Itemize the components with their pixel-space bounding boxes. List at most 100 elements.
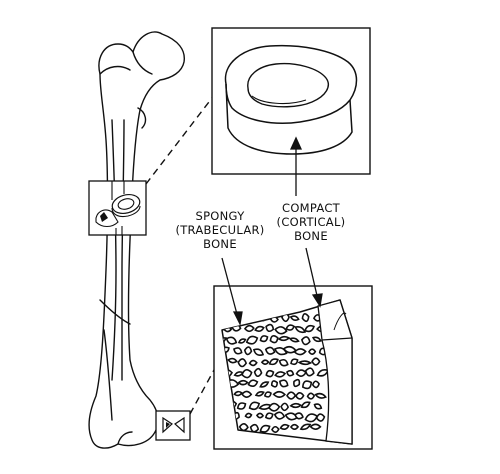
trabecular-cavity (236, 402, 247, 410)
trabecular-cavity (267, 402, 281, 412)
spongy-label-line-1: SPONGY (195, 209, 245, 223)
trabecular-cavity (225, 336, 238, 345)
ring-wall (225, 83, 353, 155)
trabecular-cavity (248, 359, 258, 367)
ring-hole (247, 62, 330, 108)
compact-bone-label: COMPACT (CORTICAL) BONE (266, 201, 356, 243)
trabecular-cavity (270, 380, 279, 388)
trabecular-cavity (237, 358, 248, 368)
trabecular-cavity (268, 358, 279, 366)
trabecular-cavity (241, 390, 253, 398)
trabecular-cavity (263, 391, 272, 398)
trabecular-cavity (294, 326, 307, 334)
arrow-compact-to-wedge-line (305, 247, 319, 301)
compact-label-line-2: (CORTICAL) (276, 215, 346, 229)
trabecular-cavity (314, 392, 327, 399)
trabecular-cavity (301, 380, 313, 390)
femur (88, 31, 185, 449)
trabecular-cavity (315, 413, 326, 422)
shaft-line (99, 299, 131, 325)
trabecular-cavity (279, 379, 289, 388)
trabecular-cavity (289, 402, 303, 409)
arrow-spongy-head (232, 311, 243, 327)
shaft-line-lower (103, 329, 113, 421)
trabecular-cavity (238, 423, 249, 432)
lower-inset-box (155, 410, 191, 441)
trabecular-cavity (300, 401, 311, 409)
trabecular-cavity (304, 324, 315, 333)
trabecular-cavity (289, 423, 300, 430)
trabecular-cavity (293, 378, 301, 388)
trabecular-cavity (243, 324, 255, 333)
trabecular-cavity (288, 337, 300, 343)
trabecular-cavity (297, 360, 313, 366)
compact-bone-inset (211, 27, 371, 175)
trabecular-cavity (264, 412, 274, 420)
trabecular-cavity (280, 402, 290, 412)
spongy-bone-label: SPONGY (TRABECULAR) BONE (172, 209, 268, 251)
arrow-spongy-line (221, 257, 239, 319)
trabecular-cavity (308, 348, 317, 355)
trabecular-cavity (309, 423, 322, 430)
trabecular-cavity (301, 313, 310, 323)
trabecular-cavity (264, 346, 276, 355)
condyle-notch (117, 431, 133, 445)
trabecular-cavity (277, 335, 291, 342)
trabecular-cavity (295, 391, 305, 400)
trabecular-cavity (306, 392, 316, 400)
arrow-compact-to-ring-head (289, 136, 303, 150)
trabecular-cavity (274, 371, 287, 378)
arrow-compact-to-wedge-head (311, 293, 323, 308)
trabecular-cavity (241, 369, 253, 379)
trabecular-cavity (290, 358, 299, 366)
trabecular-cavity (244, 412, 253, 419)
spongy-label-line-2: (TRABECULAR) (175, 223, 265, 237)
lesser-trochanter (137, 107, 147, 129)
trabecular-cavity (286, 391, 297, 400)
trabecular-cavity (255, 412, 265, 419)
trabecular-cavity (293, 348, 307, 356)
trabecular-cavity (271, 425, 280, 433)
neck-line (132, 51, 153, 75)
trabecular-cavity (265, 323, 275, 333)
connector-lower (189, 369, 215, 415)
trabecular-cavity (260, 359, 270, 365)
trabecular-cavity (259, 335, 269, 343)
trabecular-cavity (254, 390, 265, 397)
trabecular-cavity (254, 325, 265, 332)
trabecular-cavity (237, 338, 247, 344)
trabecular-cavity (259, 381, 270, 388)
compact-label-line-1: COMPACT (281, 201, 341, 215)
trabecular-cavity (245, 335, 259, 345)
trabecular-cavity (259, 424, 271, 433)
trochanter-line (99, 65, 131, 75)
spongy-label-line-3: BONE (203, 237, 237, 251)
trabecular-cavity (237, 379, 249, 386)
trabecular-cavity (252, 348, 265, 357)
trabecular-cavity (311, 380, 320, 389)
cortical-band (317, 299, 353, 445)
trabecular-cavity (274, 326, 288, 335)
trabecular-cavity (248, 401, 261, 411)
trabecular-cavity (285, 324, 296, 331)
compact-label-line-3: BONE (294, 229, 328, 243)
trabecular-cavity (313, 403, 323, 410)
trabecular-cavity (233, 390, 243, 397)
medullary-line-right (121, 119, 125, 381)
trabecular-cavity (311, 336, 322, 343)
trabecular-cavity (279, 423, 290, 431)
trabecular-cavity (243, 346, 253, 356)
trabecular-cavity (247, 379, 259, 388)
medullary-line-left (111, 119, 117, 381)
trabecular-cavity (311, 357, 321, 366)
wedge-inset (213, 285, 373, 450)
trabecular-cavity (300, 336, 311, 346)
trabecular-cavity (273, 411, 286, 420)
trabecular-cavity (265, 369, 275, 378)
upper-inset-box (88, 180, 147, 236)
trabecular-cavity (286, 369, 295, 377)
connector-lines (145, 97, 215, 415)
trabecular-cavity (272, 390, 287, 398)
trabecular-cavity (253, 367, 263, 378)
